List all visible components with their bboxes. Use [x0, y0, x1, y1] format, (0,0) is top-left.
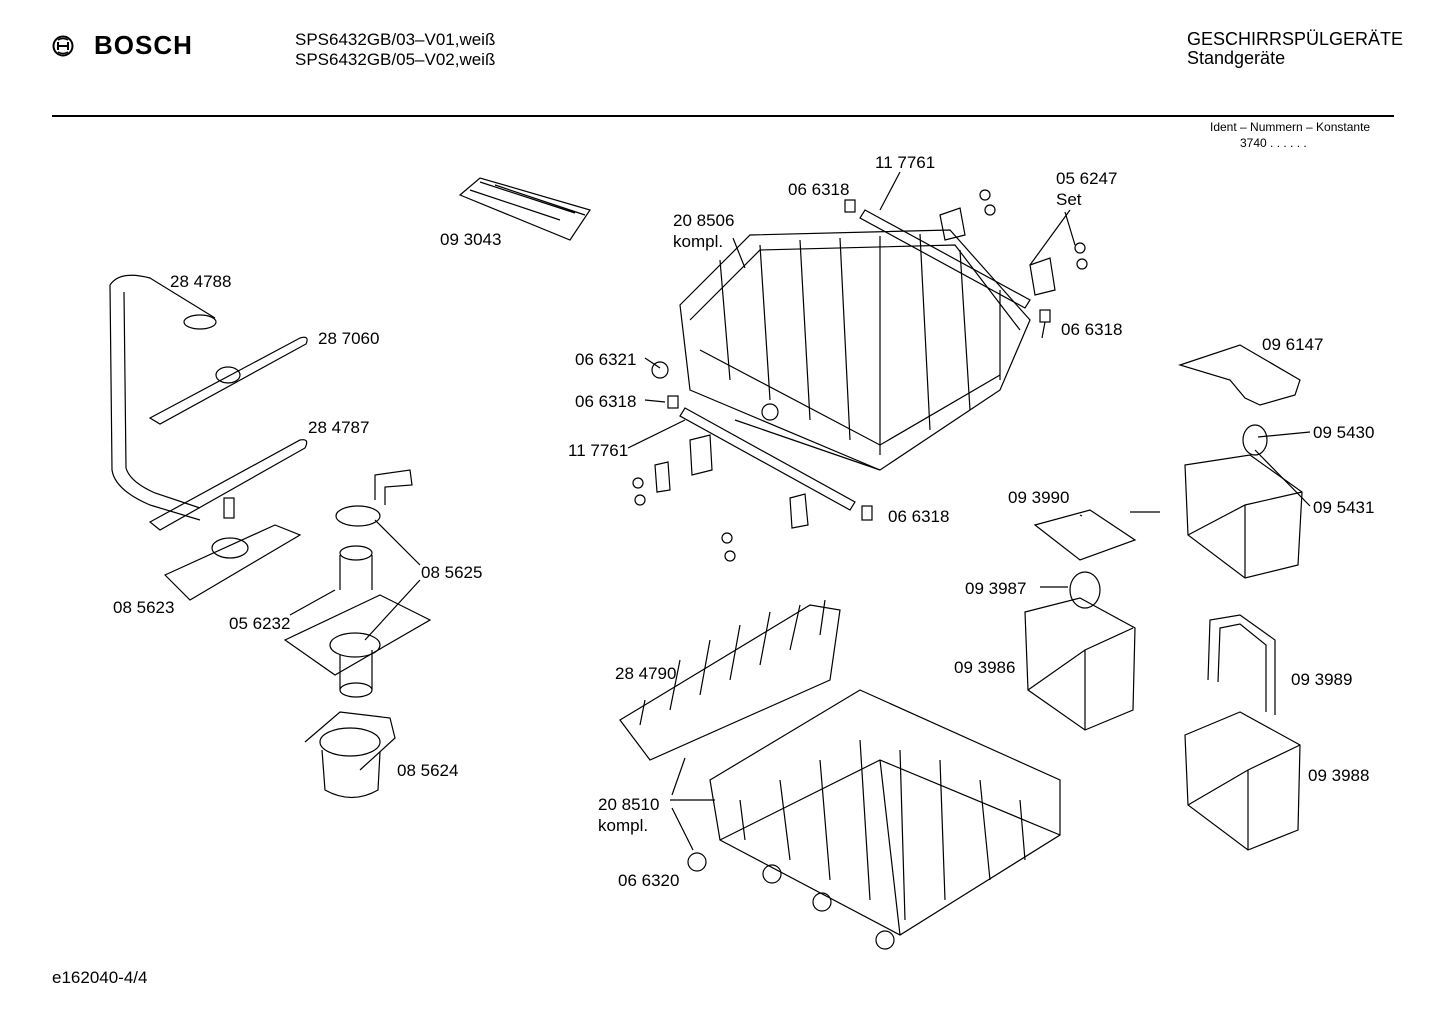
- ident-value: 3740 . . . . . .: [1240, 136, 1307, 150]
- part-number: 05 6247: [1056, 169, 1118, 188]
- part-number: 09 3986: [954, 658, 1016, 677]
- part-number: 06 6318: [788, 180, 850, 199]
- part-suffix: kompl.: [598, 816, 649, 835]
- part-number: 09 3990: [1008, 488, 1070, 507]
- category-title: GESCHIRRSPÜLGERÄTE Standgeräte: [1187, 30, 1403, 68]
- flat-filter: [283, 594, 432, 676]
- model-line: SPS6432GB/05–V02,weiß: [295, 50, 496, 69]
- part-number: 06 6318: [575, 392, 637, 411]
- upper-basket: [679, 229, 1031, 471]
- part-suffix: Set: [1056, 190, 1082, 209]
- ident-label: Ident – Nummern – Konstante: [1210, 120, 1371, 134]
- part-number: 28 4788: [170, 272, 232, 291]
- coarse-filter: [304, 711, 396, 771]
- model-list: SPS6432GB/03–V01,weiß SPS6432GB/05–V02,w…: [295, 30, 495, 70]
- cutlery-basket-medium: [1184, 711, 1301, 851]
- bosch-armature-icon: [52, 35, 74, 56]
- plate-rack-insert: [619, 604, 841, 761]
- top-rail: [859, 209, 1031, 309]
- lower-basket-wheel: [762, 864, 782, 884]
- lower-basket-wheel: [687, 852, 707, 872]
- part-number: 28 4787: [308, 418, 370, 437]
- part-number: 28 4790: [615, 664, 677, 683]
- part-number: 08 5625: [421, 563, 483, 582]
- part-number: 09 5430: [1313, 423, 1375, 442]
- lower-spray-arm: [148, 439, 308, 531]
- document-code: e162040-4/4: [52, 968, 148, 987]
- basket-handle: [1207, 614, 1276, 715]
- part-number: 09 3988: [1308, 766, 1370, 785]
- part-number: 06 6320: [618, 871, 680, 890]
- part-number: 11 7761: [875, 153, 936, 172]
- cutlery-basket-large: [1184, 454, 1303, 579]
- part-number: 09 3987: [965, 579, 1027, 598]
- basket-lid: [1033, 509, 1137, 561]
- part-number: 06 6318: [1061, 320, 1123, 339]
- part-suffix: kompl.: [673, 232, 724, 251]
- part-number: 09 6147: [1262, 335, 1324, 354]
- upper-spray-arm: [148, 336, 308, 425]
- part-number: 09 5431: [1313, 498, 1375, 517]
- filter-plate: [163, 524, 302, 601]
- part-number: 20 8510: [598, 795, 660, 814]
- brand-name: BOSCH: [94, 30, 193, 60]
- part-number: 09 3043: [440, 230, 502, 249]
- lower-basket-wheel: [812, 892, 832, 912]
- cutlery-basket-small: [1024, 597, 1136, 731]
- micro-filter: [339, 555, 373, 590]
- bosch-logo: BOSCH: [52, 30, 193, 61]
- upper-basket-wheel: [761, 403, 779, 421]
- category-line-2: Standgeräte: [1187, 48, 1286, 68]
- part-number: 09 3989: [1291, 670, 1353, 689]
- header-divider: [52, 115, 1394, 117]
- part-number: 05 6232: [229, 614, 291, 633]
- tube-connector: [183, 314, 217, 330]
- part-number: 08 5623: [113, 598, 175, 617]
- lower-rail: [679, 407, 856, 511]
- part-number: 06 6318: [888, 507, 950, 526]
- spray-tube: [109, 274, 216, 521]
- model-line: SPS6432GB/03–V01,weiß: [295, 30, 496, 49]
- part-number: 06 6321: [575, 350, 637, 369]
- part-number: 20 8506: [673, 211, 735, 230]
- small-insert-rack: [458, 177, 591, 241]
- cutlery-cover: [1178, 344, 1301, 406]
- part-number: 28 7060: [318, 329, 380, 348]
- part-number: 11 7761: [568, 441, 629, 460]
- lower-basket-wheel: [875, 930, 895, 950]
- part-number: 08 5624: [397, 761, 459, 780]
- category-line-1: GESCHIRRSPÜLGERÄTE: [1187, 29, 1404, 49]
